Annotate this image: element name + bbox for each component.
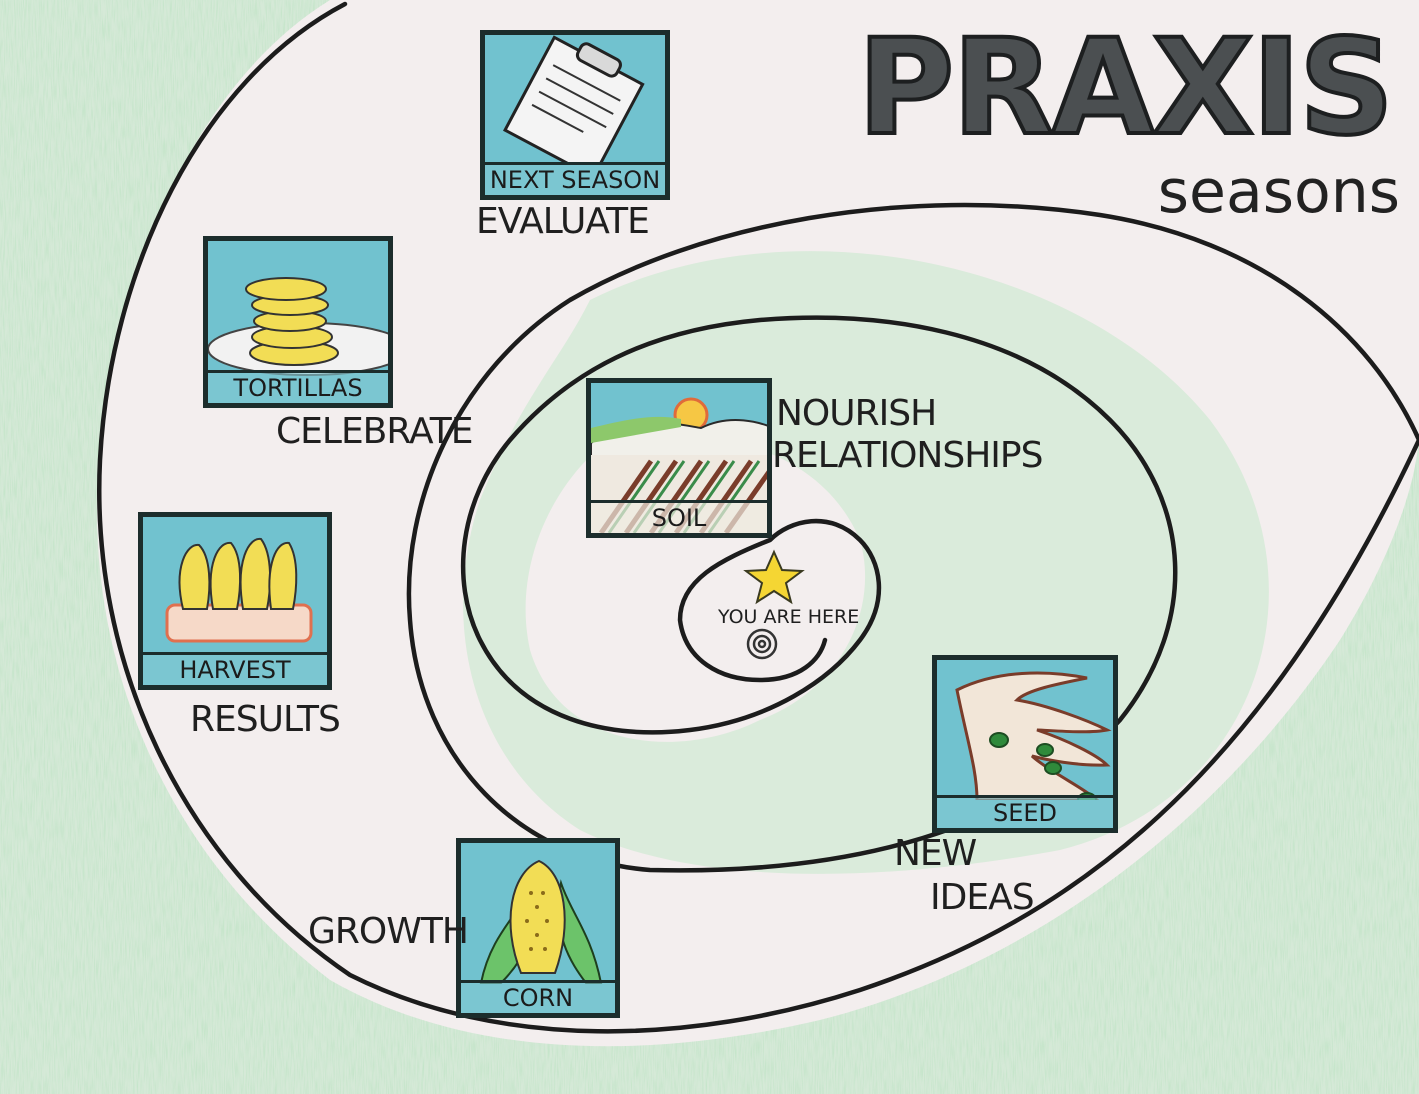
page-subtitle: seasons	[1157, 157, 1400, 227]
spiral-line	[97, 1, 1419, 1034]
celebrate-label: CELEBRATE	[276, 411, 474, 452]
inner-shading	[463, 251, 1269, 874]
tortillas-caption: TORTILLAS	[208, 370, 388, 403]
harvest-caption: HARVEST	[143, 652, 327, 685]
you-are-here-label: YOU ARE HERE	[718, 606, 860, 628]
tortilla-stack-icon	[208, 277, 388, 376]
seed-caption: SEED	[937, 795, 1113, 828]
hand-seeds-icon	[955, 671, 1112, 800]
next-season-card: NEXT SEASON	[480, 30, 670, 200]
center-swirl	[746, 628, 778, 660]
evaluate-label: EVALUATE	[476, 201, 650, 242]
next-season-caption: NEXT SEASON	[485, 162, 665, 195]
harvest-card: HARVEST	[138, 512, 332, 690]
soil-caption: SOIL	[591, 500, 767, 533]
nourish-label: NOURISH	[776, 393, 937, 434]
ideas-label: IDEAS	[930, 877, 1035, 918]
tortillas-card: TORTILLAS	[203, 236, 393, 408]
corn-card: CORN	[456, 838, 620, 1018]
star-icon	[743, 549, 805, 605]
page-title: PRAXIS	[856, 11, 1397, 165]
relationships-label: RELATIONSHIPS	[772, 435, 1043, 476]
growth-label: GROWTH	[308, 911, 469, 952]
soil-card: SOIL	[586, 378, 772, 538]
corn-caption: CORN	[461, 980, 615, 1013]
corn-cob-icon	[479, 859, 603, 984]
new-label: NEW	[894, 833, 977, 874]
seed-card: SEED	[932, 655, 1118, 833]
clipboard-icon	[503, 35, 645, 165]
results-label: RESULTS	[190, 699, 341, 740]
corn-husks-icon	[165, 537, 313, 643]
